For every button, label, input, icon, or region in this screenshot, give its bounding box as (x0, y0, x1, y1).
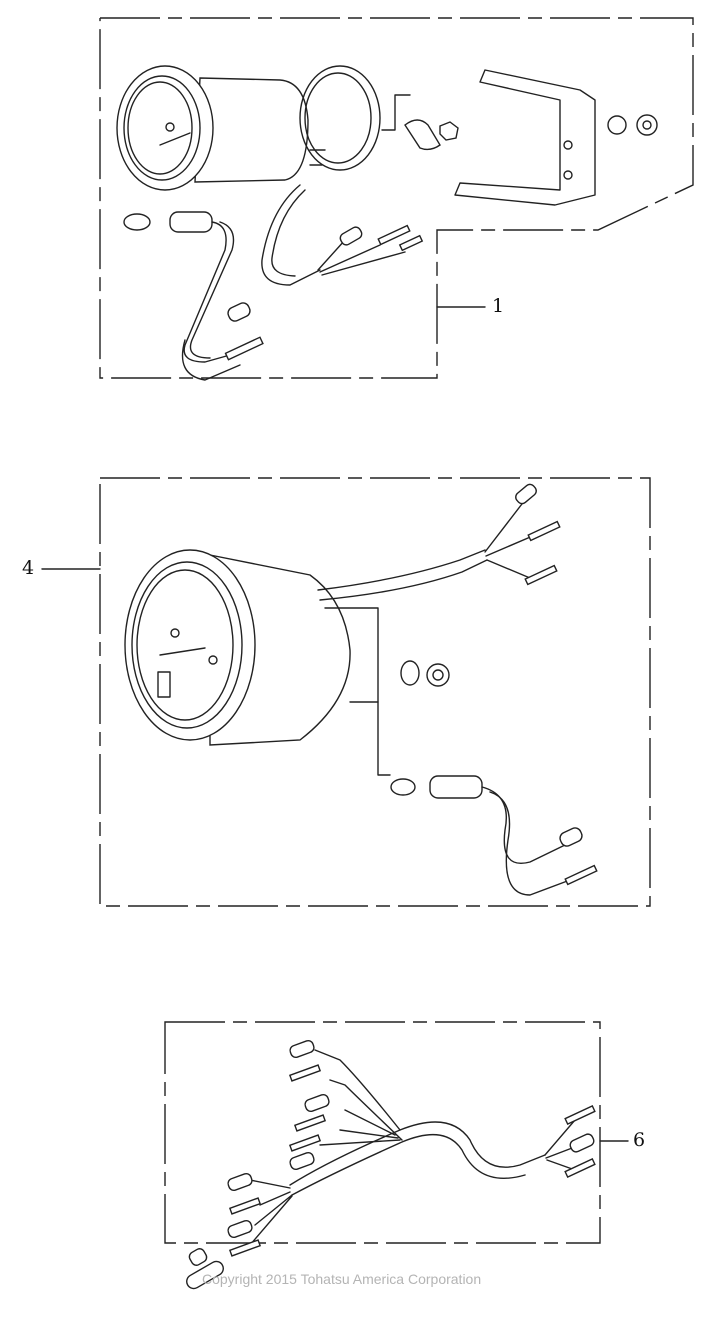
bracket-icon (454, 69, 658, 206)
assembly-1-gauge-kit (99, 17, 694, 381)
gauge-harness-icon (261, 184, 424, 286)
assembly-6-harness (164, 1021, 629, 1290)
extension-harness-icon (227, 1039, 596, 1257)
callout-label-1: 1 (492, 295, 505, 317)
assembly-6-boundary (164, 1021, 601, 1244)
gauge-icon (124, 549, 379, 746)
copyright-watermark: Copyright 2015 Tohatsu America Corporati… (202, 1271, 482, 1287)
bulb-socket-wire-icon (324, 607, 598, 896)
cap-sleeve-icon (186, 1248, 224, 1290)
assembly-1-boundary (99, 17, 694, 379)
bulb-socket-wire-icon (123, 211, 264, 381)
callout-label-4: 4 (22, 557, 35, 579)
callout-label-6: 6 (633, 1129, 646, 1151)
gauge-body-icon (116, 65, 326, 191)
gauge-harness-icon (317, 483, 561, 601)
clamp-nut-icon (404, 119, 459, 151)
assembly-4-boundary (99, 477, 651, 907)
nut-washer-icon (400, 660, 450, 687)
assembly-4-gauge (41, 477, 651, 907)
mounting-ring-icon (299, 65, 411, 171)
